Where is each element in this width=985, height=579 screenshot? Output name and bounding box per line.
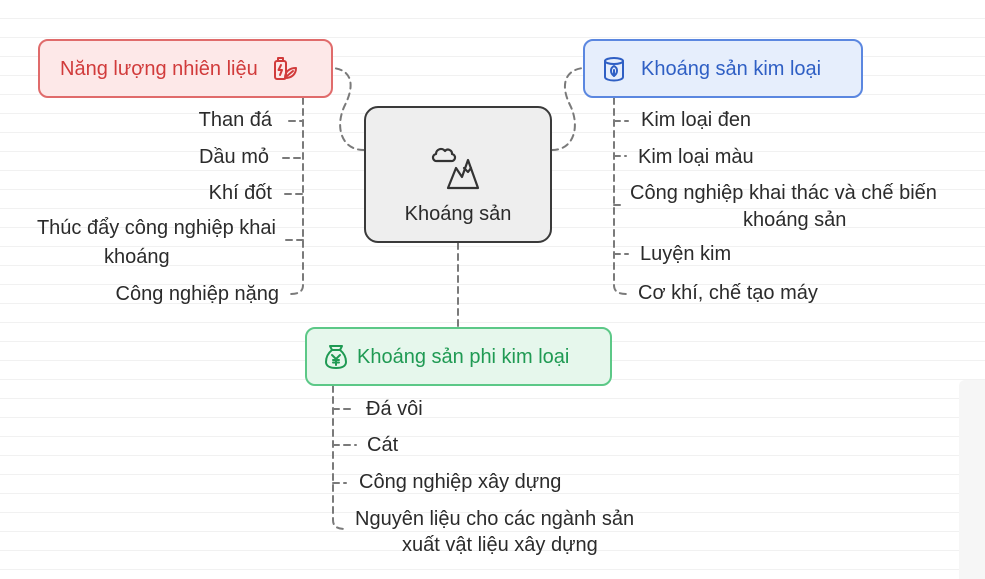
root-label: Khoáng sản xyxy=(404,202,512,225)
leaf-nonmetal-4a: Nguyên liệu cho các ngành sản xyxy=(355,508,635,530)
cylinder-leaf-icon xyxy=(604,56,624,81)
leaf-energy-4b: khoáng xyxy=(104,246,170,268)
branch-energy-label: Năng lượng nhiên liệu xyxy=(60,57,258,80)
leaf-energy-1: Than đá xyxy=(198,109,272,131)
branch-metal[interactable]: Khoáng sản kim loại xyxy=(583,39,863,98)
root-node[interactable]: Khoáng sản xyxy=(364,106,552,243)
leaf-energy-3: Khí đốt xyxy=(208,182,272,204)
metal-spine xyxy=(613,97,628,295)
branch-nonmetal-label: Khoáng sản phi kim loại xyxy=(357,345,570,368)
connector-root-metal xyxy=(551,67,584,151)
energy-spine xyxy=(289,97,304,295)
leaf-metal-3b: khoáng sản xyxy=(743,209,847,231)
leaf-metal-3a: Công nghiệp khai thác và chế biến xyxy=(630,182,937,204)
scroll-edge xyxy=(959,380,985,579)
branch-energy[interactable]: Năng lượng nhiên liệu xyxy=(38,39,333,98)
nonmetal-spine xyxy=(332,385,347,530)
leaf-metal-2: Kim loại màu xyxy=(638,146,754,168)
mountain-cloud-icon xyxy=(431,147,480,189)
leaf-energy-4a: Thúc đẩy công nghiệp khai xyxy=(36,217,276,239)
leaf-energy-5: Công nghiệp nặng xyxy=(115,283,279,305)
branch-metal-label: Khoáng sản kim loại xyxy=(641,57,822,80)
branch-nonmetal[interactable]: Khoáng sản phi kim loại xyxy=(305,327,612,386)
leaf-nonmetal-4b: xuất vật liệu xây dựng xyxy=(402,534,598,556)
leaf-energy-2: Dầu mỏ xyxy=(198,146,269,168)
leaf-metal-1: Kim loại đen xyxy=(641,109,752,131)
leaf-metal-5: Cơ khí, chế tạo máy xyxy=(638,282,818,304)
fuel-leaf-icon xyxy=(273,56,297,80)
leaf-nonmetal-2: Cát xyxy=(367,434,399,456)
leaf-nonmetal-1: Đá vôi xyxy=(366,398,423,420)
connector-root-energy xyxy=(332,67,365,151)
leaf-metal-4: Luyện kim xyxy=(640,243,732,265)
money-bag-icon xyxy=(325,344,347,369)
leaf-nonmetal-3: Công nghiệp xây dựng xyxy=(359,471,562,493)
